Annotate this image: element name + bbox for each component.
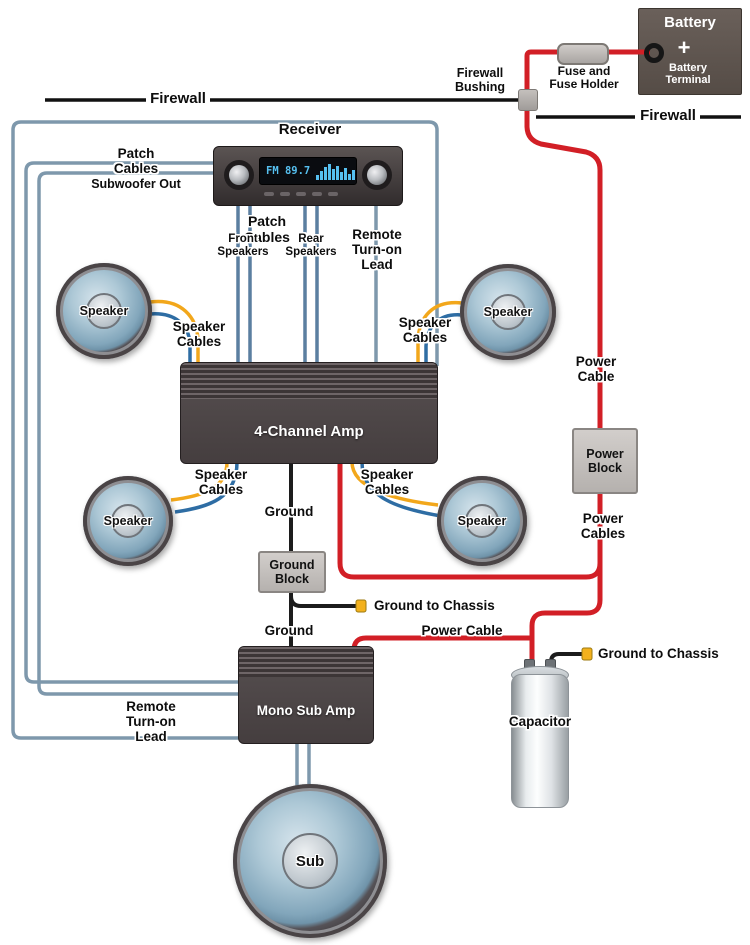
speaker-cable-rl-pos — [170, 461, 229, 502]
firewall-label-left: Firewall — [150, 90, 206, 107]
rear-speakers-label: Rear Speakers — [285, 233, 337, 258]
speaker-rear-right: Speaker — [437, 476, 527, 566]
ground-label-amp: Ground — [264, 504, 314, 519]
ground-block: Ground Block — [258, 551, 326, 593]
remote-lead-to-mono-amp — [11, 120, 439, 740]
capacitor — [511, 674, 569, 808]
speaker-dust-cap-icon — [489, 293, 527, 331]
speaker-cables-label-rr: Speaker Cables — [360, 467, 414, 498]
four-channel-amp: 4-Channel Amp — [180, 362, 438, 464]
fuse-holder-label: Fuse and Fuse Holder — [549, 64, 619, 92]
fuse-holder — [557, 43, 609, 65]
subwoofer-out-label: Subwoofer Out — [91, 177, 181, 191]
battery-plus-sign: + — [677, 35, 691, 60]
speaker-cable-rr-pos — [350, 461, 439, 507]
speaker-rear-right-label: Speaker — [457, 514, 507, 528]
speaker-front-left-label: Speaker — [79, 304, 129, 318]
battery-terminal-label: Battery Terminal — [665, 62, 711, 87]
receiver: FM 89.7 — [213, 146, 403, 206]
remote-turn-on-label-bottom: Remote Turn-on Lead — [126, 699, 176, 745]
firewall-bushing-label: Firewall Bushing — [455, 66, 505, 94]
amp-heatsink-fins-icon — [181, 363, 437, 399]
subwoofer-patch-cable-2 — [37, 171, 240, 696]
chassis-terminal-icon-capacitor — [581, 647, 593, 661]
power-block: Power Block — [572, 428, 638, 494]
speaker-front-right-label: Speaker — [483, 305, 533, 319]
subwoofer-label: Sub — [295, 852, 325, 870]
receiver-tuning-knob-icon — [362, 160, 392, 190]
ground-to-chassis-label-amp: Ground to Chassis — [374, 598, 495, 613]
power-cables — [337, 49, 650, 670]
power-block-label: Power Block — [586, 446, 624, 475]
speaker-dust-cap-icon — [281, 832, 339, 890]
firewall-bushing — [518, 89, 538, 111]
power-cable-label-sub: Power Cable — [421, 623, 503, 638]
mono-sub-amp-label: Mono Sub Amp — [256, 702, 356, 718]
amp-heatsink-fins-icon — [239, 647, 373, 677]
speaker-dust-cap-icon — [85, 292, 123, 330]
speaker-cables-label-fl: Speaker Cables — [172, 319, 226, 350]
ground-block-label: Ground Block — [269, 557, 315, 586]
speaker-rear-left-label: Speaker — [103, 514, 153, 528]
speaker-cable-rr-neg — [360, 461, 442, 518]
speaker-dust-cap-icon — [464, 503, 500, 539]
speaker-cable-rl-neg — [174, 461, 239, 514]
speaker-cables-label-fr: Speaker Cables — [398, 315, 452, 346]
receiver-display: FM 89.7 — [259, 157, 357, 185]
speaker-cable-fl-pos — [149, 299, 200, 366]
receiver-buttons-icon — [264, 192, 354, 196]
battery-title: Battery — [664, 14, 716, 31]
speaker-cable-fr-pos — [416, 301, 463, 366]
subwoofer-patch-cable-1 — [24, 161, 240, 684]
patch-remote-cables — [11, 120, 439, 790]
speaker-cables-label-rl: Speaker Cables — [194, 467, 248, 498]
four-channel-amp-label: 4-Channel Amp — [254, 422, 364, 440]
ground-to-chassis-label-capacitor: Ground to Chassis — [598, 646, 719, 661]
front-speakers-label: Front Speakers — [217, 233, 269, 258]
chassis-terminal-icon-amp — [355, 599, 367, 613]
remote-turn-on-label-top: Remote Turn-on Lead — [352, 227, 402, 273]
receiver-title: Receiver — [278, 121, 342, 138]
speaker-cable-fr-neg — [424, 313, 463, 366]
firewall-label-right: Firewall — [640, 107, 696, 124]
power-cable-capacitor-to-mono-amp — [351, 635, 532, 651]
power-cables-label-split: Power Cables — [580, 511, 626, 542]
receiver-frequency: FM 89.7 — [266, 165, 311, 177]
speaker-rear-left: Speaker — [83, 476, 173, 566]
firewall-lines — [45, 98, 741, 119]
speaker-cables — [149, 299, 463, 518]
patch-cables-title: Patch Cables — [244, 213, 290, 245]
ground-cables — [289, 460, 583, 670]
spectrum-bars-icon — [316, 162, 355, 180]
subwoofer-patch-title: Patch Cables — [113, 146, 159, 177]
receiver-volume-knob-icon — [224, 160, 254, 190]
ground-label-sub: Ground — [264, 623, 314, 638]
rca-patch-cables — [236, 204, 319, 366]
chassis-terminals — [355, 599, 593, 661]
subwoofer: Sub — [233, 784, 387, 938]
power-cable-label-main: Power Cable — [575, 354, 617, 385]
power-cable-block-to-capacitor — [529, 490, 603, 670]
power-cable-battery-to-block — [524, 49, 650, 430]
speaker-front-right: Speaker — [460, 264, 556, 360]
speaker-dust-cap-icon — [110, 503, 146, 539]
speaker-front-left: Speaker — [56, 263, 152, 359]
battery-ring-terminal-icon — [644, 43, 664, 63]
capacitor-label: Capacitor — [508, 714, 572, 729]
speaker-cable-fl-neg — [149, 312, 192, 366]
mono-sub-amp: Mono Sub Amp — [238, 646, 374, 744]
